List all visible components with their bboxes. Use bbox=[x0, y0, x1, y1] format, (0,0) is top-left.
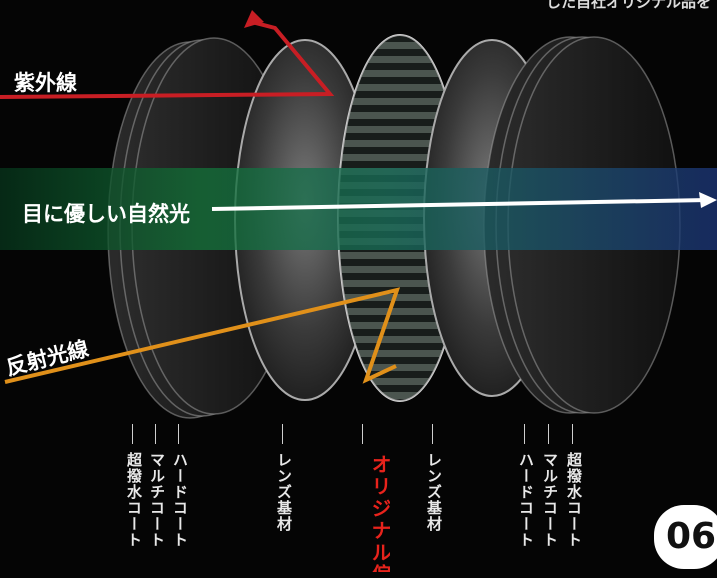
label-left-substrate: レンズ基材 bbox=[275, 452, 293, 532]
tick-left-1 bbox=[178, 424, 179, 444]
page-number-badge: 06 bbox=[654, 505, 717, 569]
label-right-hard-coat: ハードコート bbox=[517, 452, 535, 548]
label-right-water-repellent-coat: 超撥水コート bbox=[565, 452, 583, 548]
tick-right-2 bbox=[548, 424, 549, 444]
label-right-substrate: レンズ基材 bbox=[425, 452, 443, 532]
natural-light-label: 目に優しい自然光 bbox=[22, 202, 190, 226]
uv-ray-arrowhead bbox=[244, 10, 264, 28]
label-left-water-repellent-coat: 超撥水コート bbox=[125, 452, 143, 548]
tick-film bbox=[362, 424, 363, 444]
natural-light-arrow bbox=[211, 198, 709, 211]
label-left-hard-coat: ハードコート bbox=[171, 452, 189, 548]
tick-left-substrate bbox=[282, 424, 283, 444]
label-right-multi-coat: マルチコート bbox=[541, 452, 559, 548]
tick-right-1 bbox=[572, 424, 573, 444]
tick-left-2 bbox=[155, 424, 156, 444]
natural-light-band bbox=[0, 168, 717, 250]
tick-right-3 bbox=[524, 424, 525, 444]
tick-left-3 bbox=[132, 424, 133, 444]
uv-label: 紫外線 bbox=[14, 71, 77, 95]
top-caption: した自社オリジナル品を bbox=[545, 0, 711, 11]
natural-light-arrowhead bbox=[699, 192, 717, 208]
tick-right-substrate bbox=[432, 424, 433, 444]
label-left-multi-coat: マルチコート bbox=[148, 452, 166, 548]
uv-ray bbox=[0, 20, 335, 99]
label-polarizing-film: オリジナル偏光フィルム bbox=[344, 454, 390, 572]
reflected-ray bbox=[4, 287, 401, 384]
